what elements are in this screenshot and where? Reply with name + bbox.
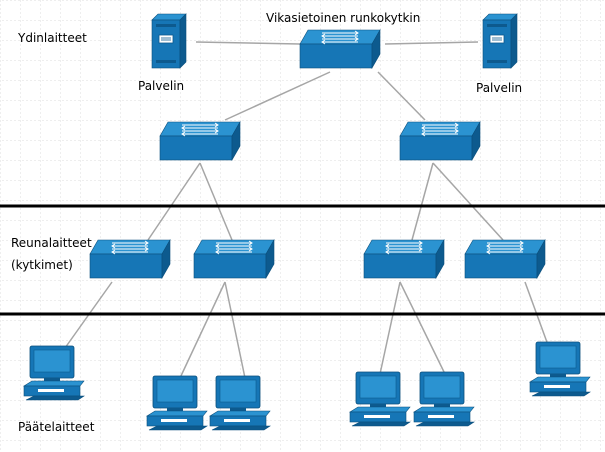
- tier-separators: [0, 204, 605, 316]
- core-switch-icon: [299, 28, 381, 70]
- tier-label-edge: Reunalaitteet: [11, 236, 92, 250]
- link-edge-3-pc-5: [399, 281, 446, 375]
- edge-switch-3-icon: [363, 238, 445, 280]
- tier-label-core: Ydinlaitteet: [18, 31, 87, 45]
- server-right-icon: [482, 13, 518, 69]
- workstation-4-icon: [348, 371, 411, 427]
- tier-label-edge-sub: (kytkimet): [11, 258, 73, 272]
- workstation-2-icon: [145, 375, 208, 431]
- server-left-icon: [151, 13, 187, 69]
- link-dist-left-edge-2: [199, 162, 233, 241]
- workstation-3-icon: [208, 375, 271, 431]
- link-dist-right-edge-3: [411, 162, 434, 241]
- link-edge-2-pc-3: [224, 281, 246, 379]
- distribution-switch-left-icon: [159, 120, 241, 162]
- link-edge-3-pc-4: [379, 281, 401, 375]
- edge-switch-2-icon: [193, 238, 275, 280]
- core-switch-label: Vikasietoinen runkokytkin: [266, 11, 421, 25]
- tier-label-end-devices: Päätelaitteet: [18, 420, 95, 434]
- edge-switch-1-icon: [89, 238, 171, 280]
- link-dist-left-edge-1: [147, 162, 201, 241]
- server-left-label: Palvelin: [138, 79, 185, 93]
- workstation-1-icon: [22, 345, 85, 401]
- server-right-label: Palvelin: [476, 81, 523, 95]
- edge-switch-4-icon: [464, 238, 546, 280]
- link-server-left-core: [195, 41, 301, 45]
- link-edge-2-pc-2: [179, 281, 226, 379]
- link-core-dist-left: [224, 71, 331, 121]
- link-core-dist-right: [377, 71, 426, 121]
- link-core-server-right: [384, 41, 479, 45]
- workstation-5-icon: [412, 371, 475, 427]
- link-dist-right-edge-4: [432, 162, 504, 241]
- distribution-switch-right-icon: [399, 120, 481, 162]
- workstation-6-icon: [528, 341, 591, 397]
